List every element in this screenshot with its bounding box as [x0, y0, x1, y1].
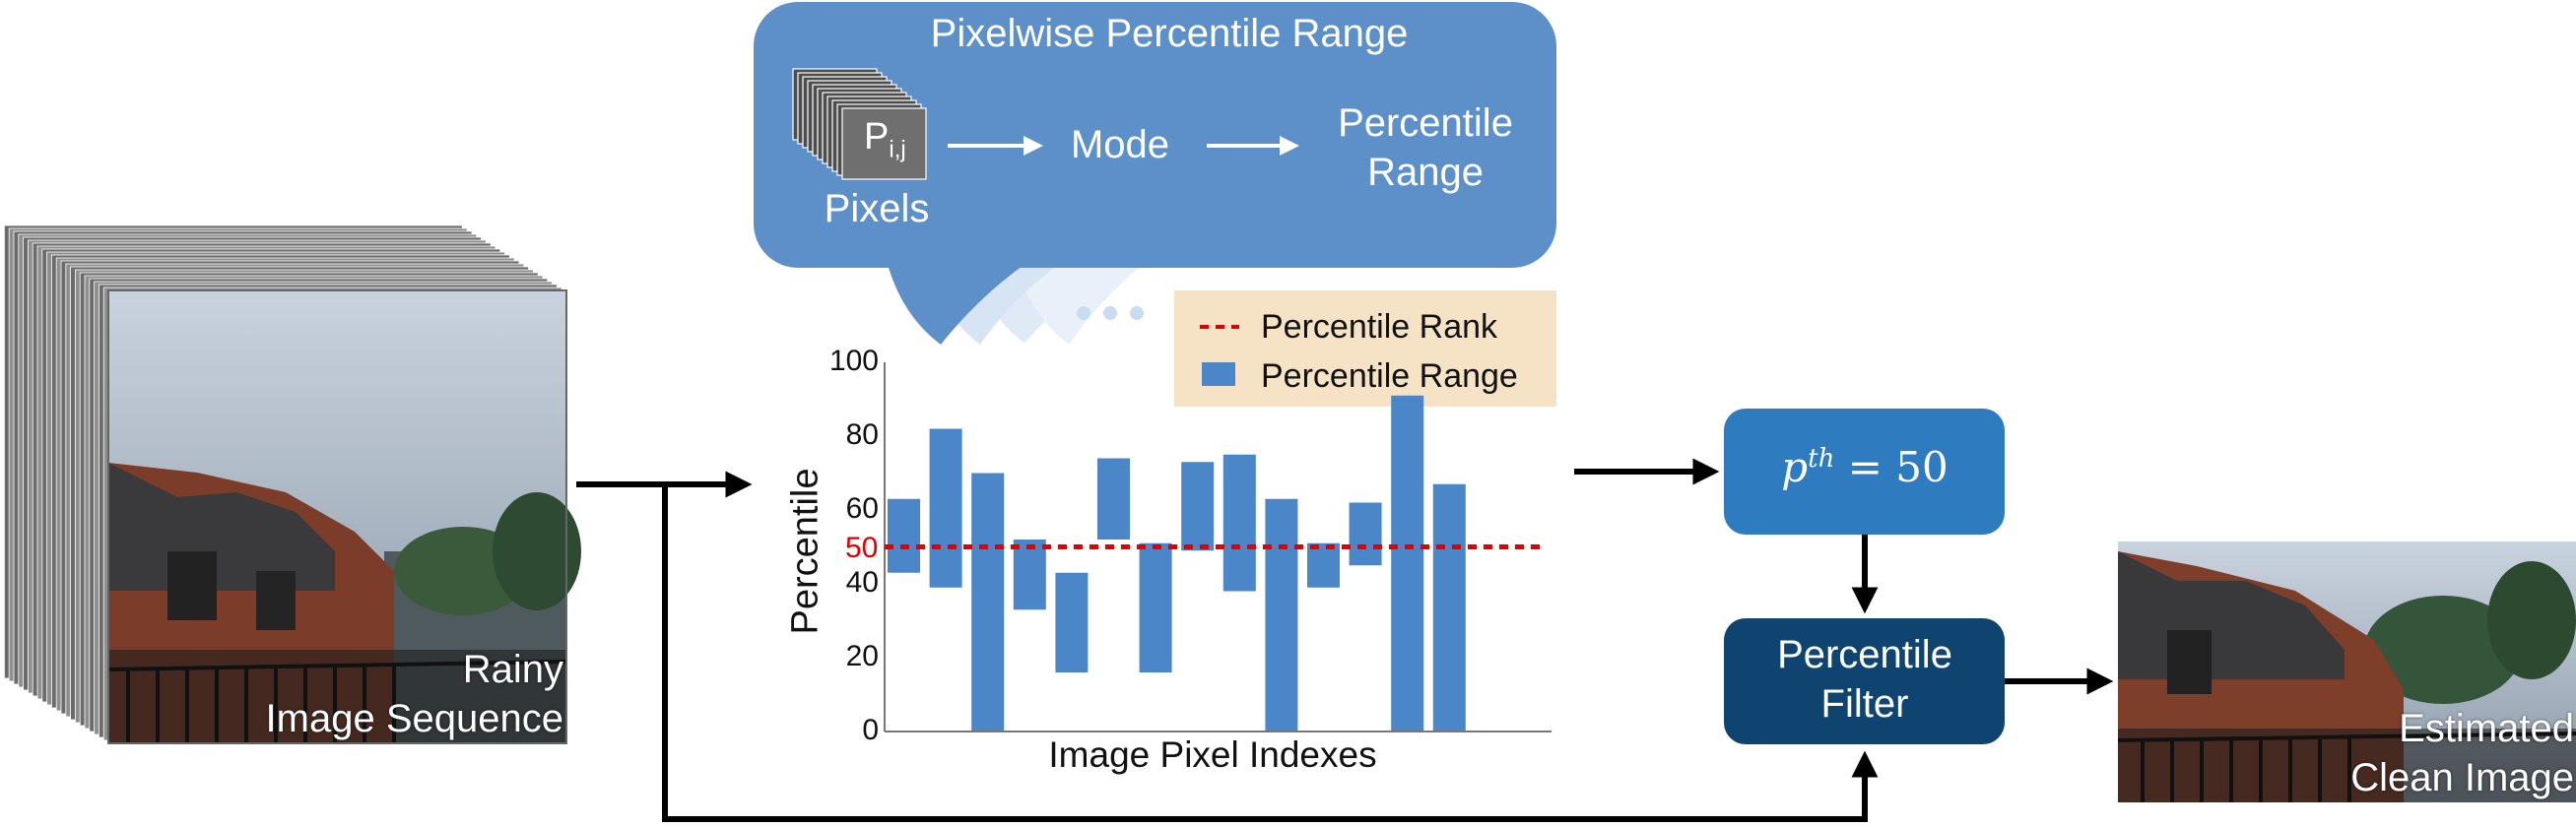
callout-tail [887, 261, 1029, 345]
rank-value-label: 50 [845, 532, 879, 564]
pixel-stack-icon [792, 68, 927, 180]
pixel-layer [841, 107, 927, 180]
legend-box [1174, 290, 1556, 407]
pixels-label: Pixels [824, 187, 930, 230]
percentile-filter-box [1724, 618, 2005, 744]
y-tick-label: 100 [828, 345, 879, 377]
y-tick-label: 60 [845, 492, 879, 525]
range-bar [1265, 498, 1298, 732]
range-bar [1307, 542, 1340, 588]
arrow-input-bypass-to-filter [662, 484, 1879, 822]
rainy-photo [107, 289, 581, 744]
legend-range-label: Percentile Range [1261, 357, 1518, 395]
clean-image-photo [2117, 541, 2576, 802]
rainy-image-stack [4, 224, 581, 744]
range-bar [1139, 542, 1172, 672]
x-axis-label: Image Pixel Indexes [1048, 734, 1377, 775]
callout-bubble [754, 2, 1556, 345]
callout-body [754, 2, 1556, 268]
range-bar [1013, 540, 1046, 610]
ellipsis-dots [1077, 306, 1144, 320]
y-tick-label: 40 [845, 566, 879, 599]
flow-arrows [576, 458, 2114, 822]
percentile-range-label: Percentile Range [1338, 101, 1513, 194]
mode-label: Mode [1070, 123, 1170, 166]
range-bar [1432, 483, 1466, 732]
range-bars [888, 395, 1466, 732]
legend-range-swatch [1202, 362, 1235, 386]
threshold-label: pth = 50 [1781, 443, 1949, 491]
y-tick-label: 0 [862, 714, 879, 746]
range-bar [1055, 572, 1089, 672]
y-tick-label: 80 [845, 418, 879, 451]
range-bar [1349, 502, 1382, 566]
range-bar [1222, 454, 1256, 592]
clean-image-label: Estimated Clean Image [2350, 707, 2574, 799]
legend-rank-label: Percentile Rank [1261, 308, 1498, 346]
rainy-sequence-label: Rainy Image Sequence [265, 648, 563, 740]
range-bar [888, 498, 920, 573]
pixel-symbol-label: Pi,j [864, 116, 906, 163]
range-bar [1391, 395, 1424, 732]
y-tick-label: 20 [845, 640, 879, 672]
range-bar [929, 428, 962, 588]
callout-title: Pixelwise Percentile Range [930, 12, 1409, 55]
threshold-box [1724, 409, 2005, 535]
range-bar [1097, 458, 1130, 540]
percentile-chart [884, 290, 1556, 732]
range-bar [1181, 462, 1215, 551]
percentile-filter-label: Percentile Filter [1777, 633, 1952, 726]
range-bar [971, 473, 1005, 732]
y-axis-label: Percentile [784, 468, 826, 635]
